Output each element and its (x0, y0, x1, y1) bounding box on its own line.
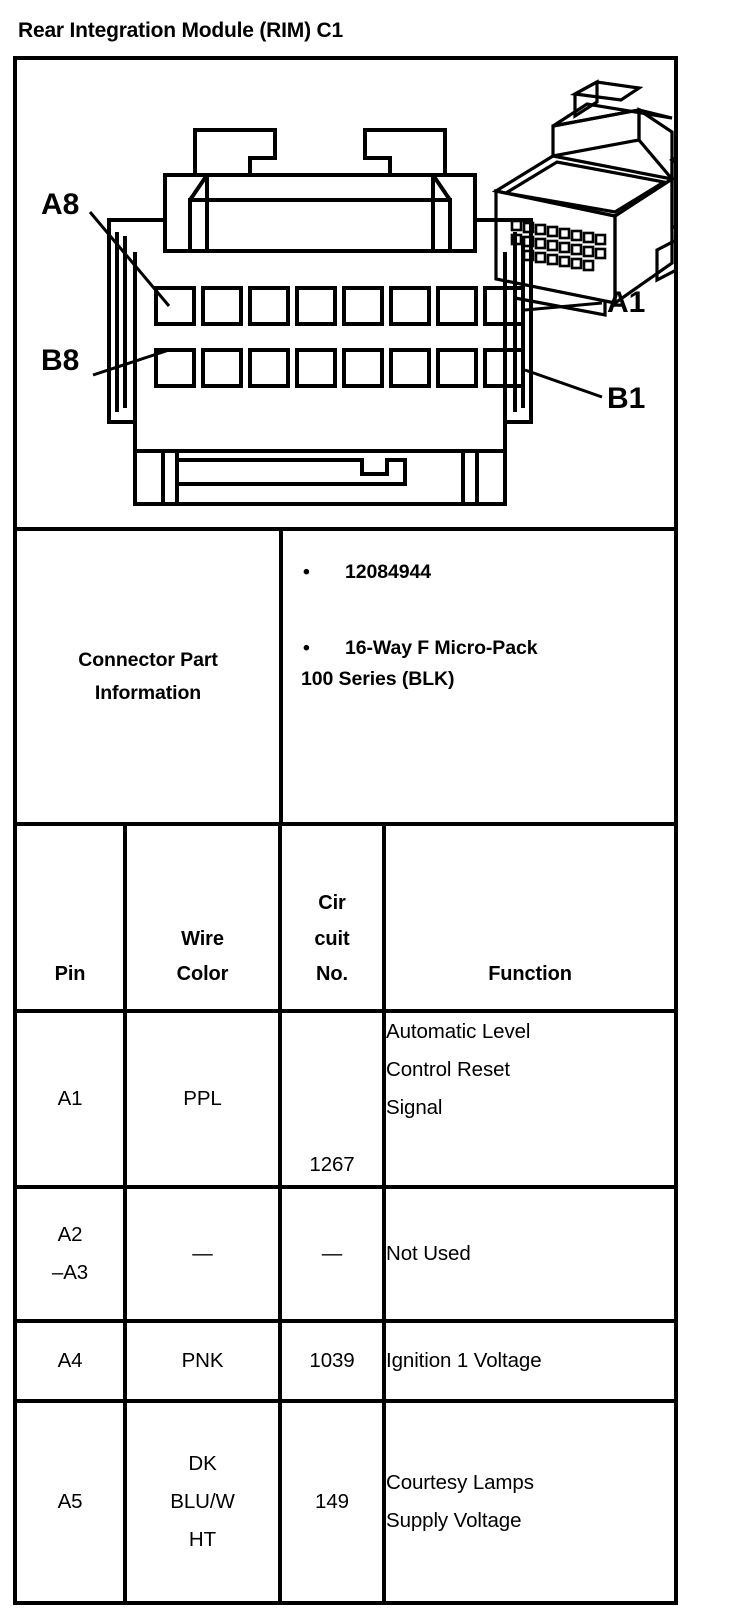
connector-diagram-cell: A8 B8 A1 B1 (17, 60, 674, 531)
page-title: Rear Integration Module (RIM) C1 (18, 19, 343, 42)
cell-pin: A4 (17, 1321, 127, 1403)
cell-wire-color-line2: BLU/W (170, 1489, 235, 1513)
cell-function: Ignition 1 Voltage (384, 1321, 674, 1403)
cell-function-line3: Signal (386, 1096, 443, 1120)
cell-circuit-no: 1039 (280, 1321, 386, 1403)
cell-circuit-no: 1267 (280, 1011, 386, 1189)
part-info-bullet-item: • 12084944 (301, 557, 666, 587)
cavity-label-a1: A1 (607, 286, 645, 319)
table-row: A2 –A3 — — Not Used (17, 1186, 674, 1324)
part-info-label-line1: Connector Part (78, 648, 218, 671)
cell-function-line1: Automatic Level (386, 1020, 531, 1043)
column-header-function-label: Function (488, 963, 572, 986)
cell-circuit-no-dash: — (321, 1241, 343, 1265)
cell-function: Not Used (384, 1186, 674, 1324)
cell-wire-color-line1: DK (188, 1451, 217, 1475)
cavity-label-b8: B8 (41, 344, 79, 377)
part-info-label-cell: Connector Part Information (17, 531, 283, 822)
cavity-label-b1: B1 (607, 382, 645, 415)
part-info-values-cell: • 12084944 • 16-Way F Micro-Pack 100 Ser… (283, 531, 674, 822)
table-row: A1 PPL 1267 Automatic Level Control Rese… (17, 1011, 674, 1189)
part-info-label: Connector Part Information (78, 644, 218, 710)
column-header-wire-color-line1: Wire (181, 927, 224, 950)
column-header-circuit-no-line1: Cir (318, 892, 346, 915)
column-header-circuit-no: Cir cuit No. (280, 826, 386, 1013)
bullet-icon: • (303, 637, 310, 660)
cavity-label-a8: A8 (41, 188, 79, 221)
cell-function-line2: Supply Voltage (386, 1508, 522, 1532)
column-header-circuit-no-line2: cuit (314, 927, 350, 950)
bullet-icon: • (303, 561, 310, 583)
cell-wire-color: DK BLU/W HT (125, 1400, 282, 1601)
column-header-wire-color-line2: Color (176, 963, 229, 986)
cell-wire-color: PPL (125, 1011, 282, 1189)
column-header-wire-color: Wire Color (125, 826, 282, 1013)
column-header-pin-label: Pin (54, 963, 86, 986)
connector-part-information-row: Connector Part Information • 12084944 • … (17, 531, 674, 826)
part-info-label-line2: Information (94, 681, 202, 704)
cell-pin-line2: –A3 (51, 1260, 89, 1284)
cell-wire-color: PNK (125, 1321, 282, 1403)
connector-type-line1: 16-Way F Micro-Pack (345, 637, 538, 660)
cell-pin-line1: A2 (57, 1222, 83, 1246)
column-header-circuit-no-line3: No. (316, 963, 348, 986)
connector-info-table: A8 B8 A1 B1 Connector Part Information •… (13, 56, 678, 1605)
cell-function: Courtesy Lamps Supply Voltage (384, 1401, 674, 1601)
cell-wire-color-dash: — (192, 1241, 213, 1265)
cell-circuit-no: — (280, 1186, 386, 1324)
table-row: A4 PNK 1039 Ignition 1 Voltage (17, 1321, 674, 1403)
pin-assignment-table: Pin Wire Color Cir cuit No. Function (17, 826, 674, 1601)
column-header-pin: Pin (17, 826, 127, 1013)
table-row: A5 DK BLU/W HT 149 Courtesy Lamps Supply… (17, 1400, 674, 1601)
connector-end-view-diagram: A8 B8 A1 B1 (41, 79, 674, 506)
connector-type-line2: 100 Series (BLK) (301, 667, 455, 690)
table-header-row: Pin Wire Color Cir cuit No. Function (17, 826, 674, 1013)
part-info-bullet-item: • 16-Way F Micro-Pack 100 Series (BLK) (301, 633, 666, 694)
cell-wire-color-line3: HT (188, 1528, 217, 1552)
cell-function-line1: Courtesy Lamps (386, 1470, 534, 1494)
cell-circuit-no: 149 (280, 1400, 386, 1601)
cell-pin: A5 (17, 1400, 127, 1601)
cell-function-line2: Control Reset (386, 1058, 511, 1082)
column-header-function: Function (384, 826, 674, 1013)
cell-wire-color: — (125, 1186, 282, 1324)
part-number-value: 12084944 (345, 561, 431, 583)
cell-pin: A2 –A3 (17, 1186, 127, 1324)
cell-pin: A1 (17, 1011, 127, 1189)
cell-function: Automatic Level Control Reset Signal (384, 1011, 674, 1189)
